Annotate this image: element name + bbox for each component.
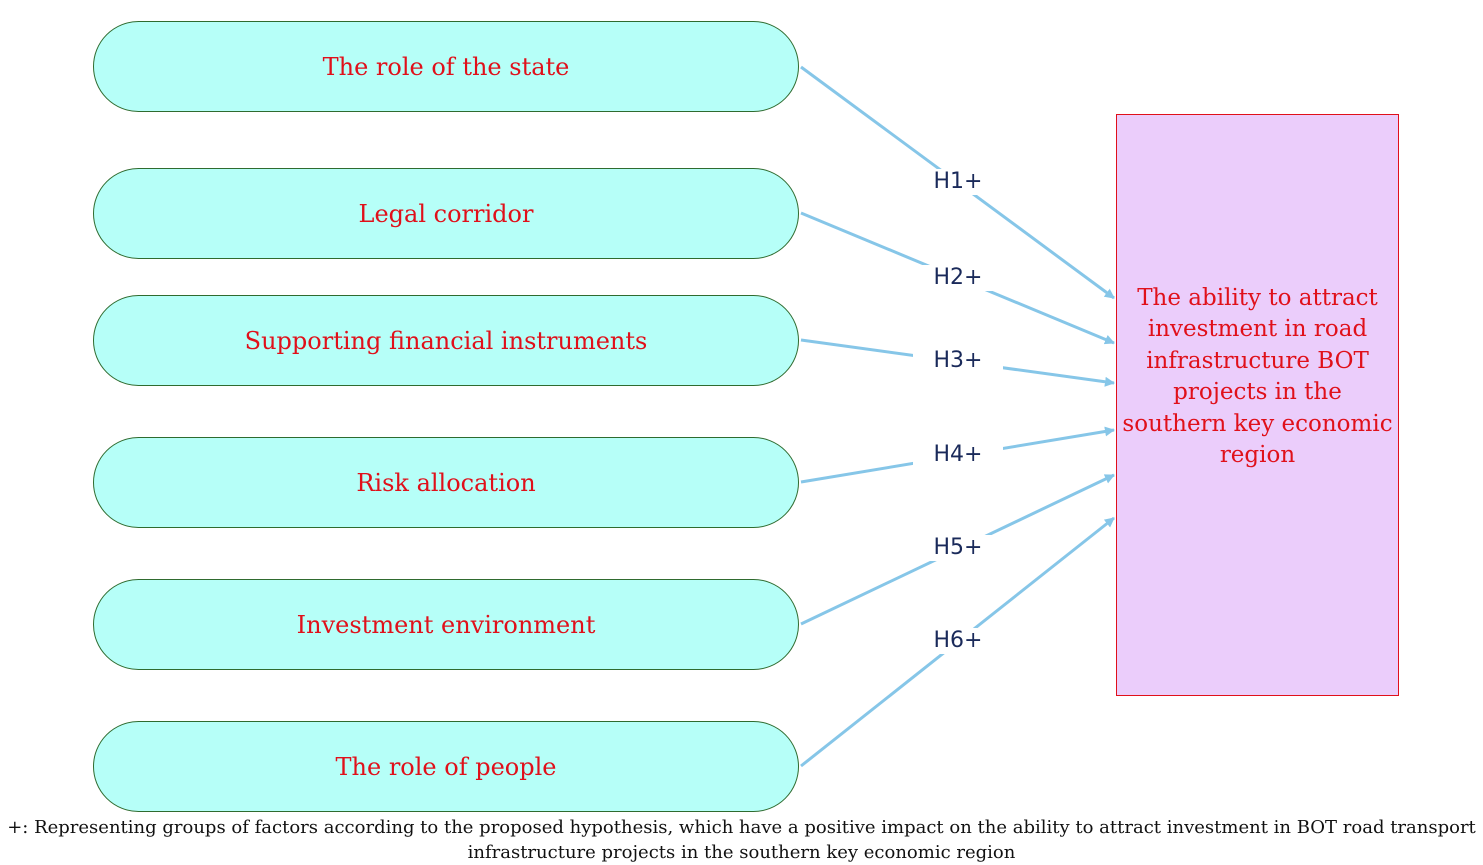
hypothesis-label-h6: H6+ xyxy=(913,628,1003,654)
factor-label: Risk allocation xyxy=(356,468,536,497)
factor-label: Legal corridor xyxy=(358,199,534,228)
hypothesis-label-h2: H2+ xyxy=(913,265,1003,291)
hypothesis-label-h5: H5+ xyxy=(913,535,1003,561)
outcome-label: The ability to attract investment in roa… xyxy=(1122,284,1393,469)
factor-label: Investment environment xyxy=(296,610,596,639)
footnote: +: Representing groups of factors accord… xyxy=(7,817,1476,863)
factor-label: The role of people xyxy=(335,752,557,781)
hypothesis-label-h3: H3+ xyxy=(913,348,1003,374)
factor-label: The role of the state xyxy=(322,52,570,81)
factor-investment-environment: Investment environment xyxy=(93,579,799,670)
factor-label: Supporting financial instruments xyxy=(244,326,648,355)
hypothesis-label-h1: H1+ xyxy=(913,169,1003,195)
outcome-box: The ability to attract investment in roa… xyxy=(1116,114,1399,696)
factor-risk-allocation: Risk allocation xyxy=(93,437,799,528)
factor-role-of-state: The role of the state xyxy=(93,21,799,112)
factor-financial-instruments: Supporting financial instruments xyxy=(93,295,799,386)
factor-role-of-people: The role of people xyxy=(93,721,799,812)
factor-legal-corridor: Legal corridor xyxy=(93,168,799,259)
hypothesis-label-h4: H4+ xyxy=(913,442,1003,468)
